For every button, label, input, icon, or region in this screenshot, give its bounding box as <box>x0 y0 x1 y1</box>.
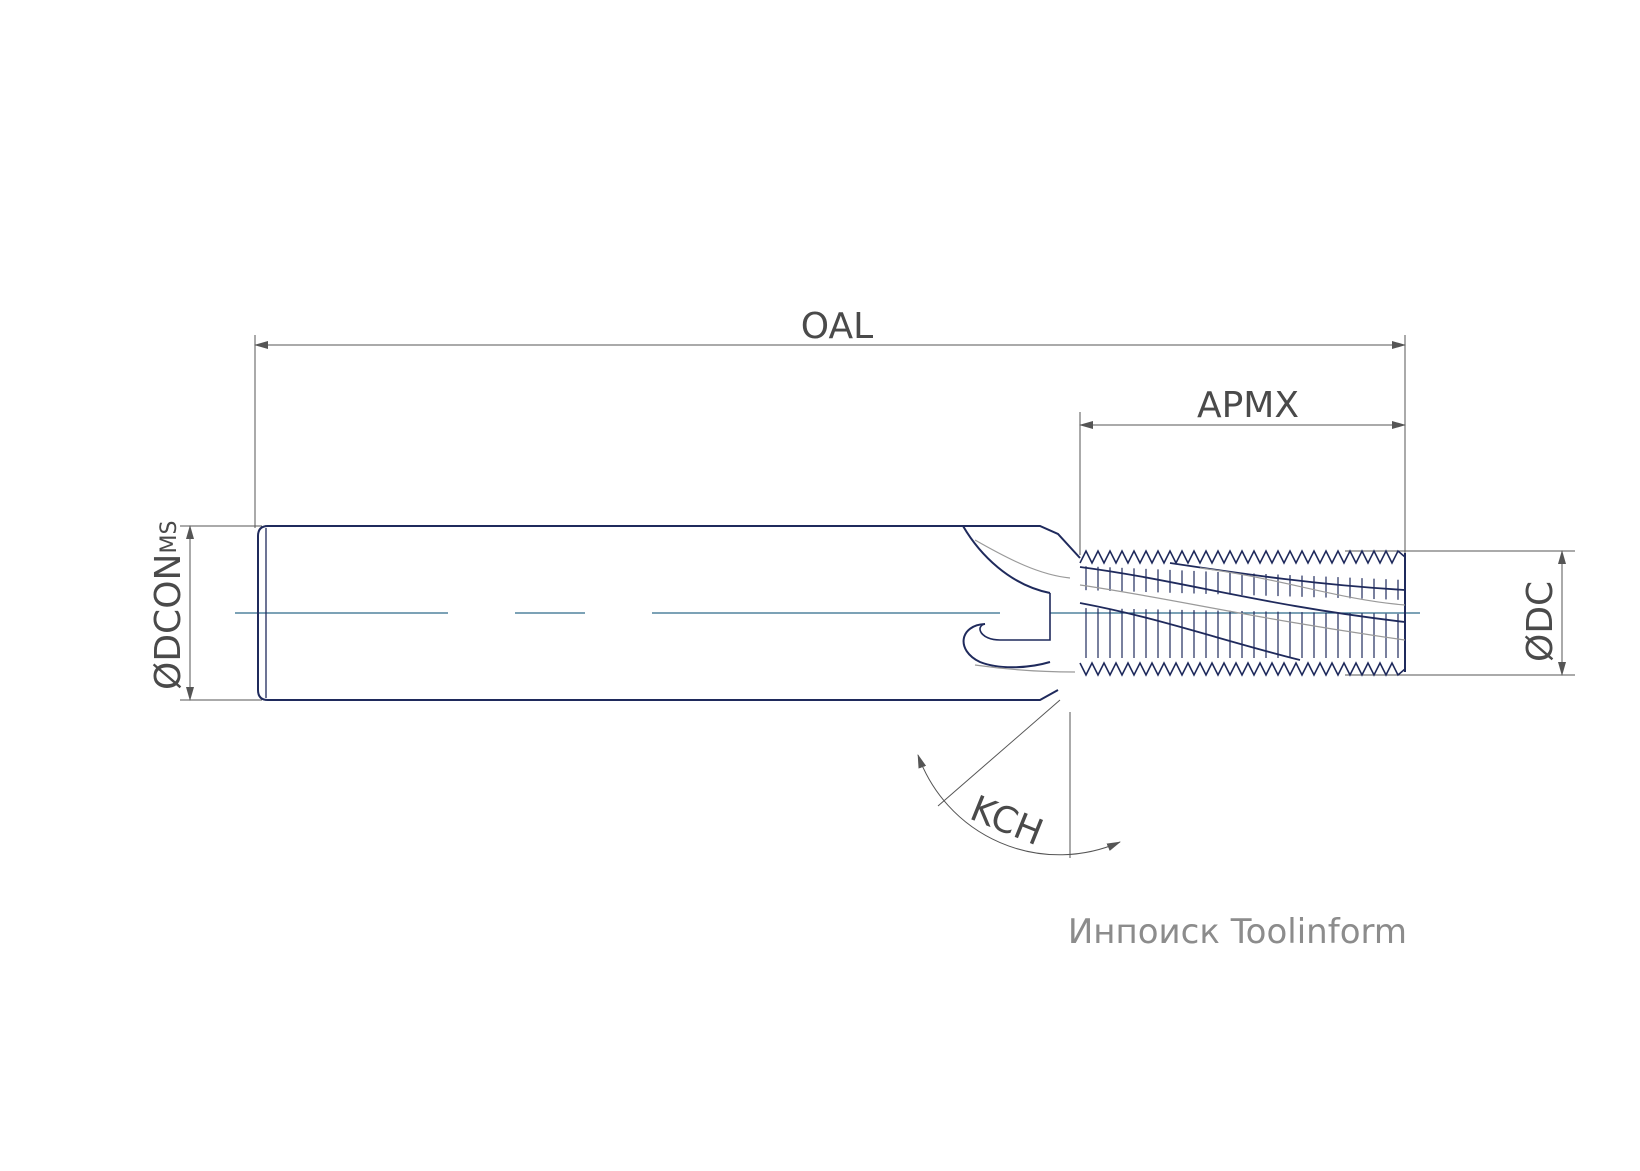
dc-dimension: ØDC <box>1345 550 1575 676</box>
flute-helix-1 <box>1079 566 1406 623</box>
shank-outline <box>257 525 1081 701</box>
dconms-dimension: ØDCONMS <box>148 521 262 701</box>
flute-helix-3 <box>1169 562 1406 591</box>
kch-arc <box>917 754 1121 856</box>
kch-extension-angled <box>937 699 1061 807</box>
kch-dimension <box>917 699 1121 858</box>
flute-shading-upper <box>974 539 1071 579</box>
dconms-label-subscript: MS <box>157 521 182 554</box>
tool-shank <box>257 525 1081 701</box>
thread-crest-top <box>1079 549 1406 565</box>
flute-helix-shade-1 <box>1079 584 1406 641</box>
neck-step <box>979 593 1051 641</box>
flute-helix-2 <box>1079 602 1301 661</box>
thread-crest-bottom <box>1079 661 1406 677</box>
dc-label: ØDC <box>1520 581 1561 662</box>
flute-helix-shade-2 <box>1199 567 1406 606</box>
oal-dimension: OAL <box>254 306 1406 555</box>
oal-label: OAL <box>801 306 873 347</box>
watermark-text: Инпоиск Toolinform <box>1068 912 1407 952</box>
apmx-dimension: APMX <box>1079 385 1406 555</box>
lower-flute-runout <box>962 623 1051 669</box>
kch-label: KCH <box>965 788 1049 854</box>
flute-shading-lower <box>974 664 1076 673</box>
upper-flute-runout <box>962 525 1051 594</box>
dconms-label-main: ØDCON <box>148 554 189 690</box>
thread-section <box>1079 549 1406 677</box>
flute-runout <box>962 525 1076 673</box>
dconms-label: ØDCONMS <box>148 521 189 690</box>
apmx-label: APMX <box>1197 385 1299 426</box>
